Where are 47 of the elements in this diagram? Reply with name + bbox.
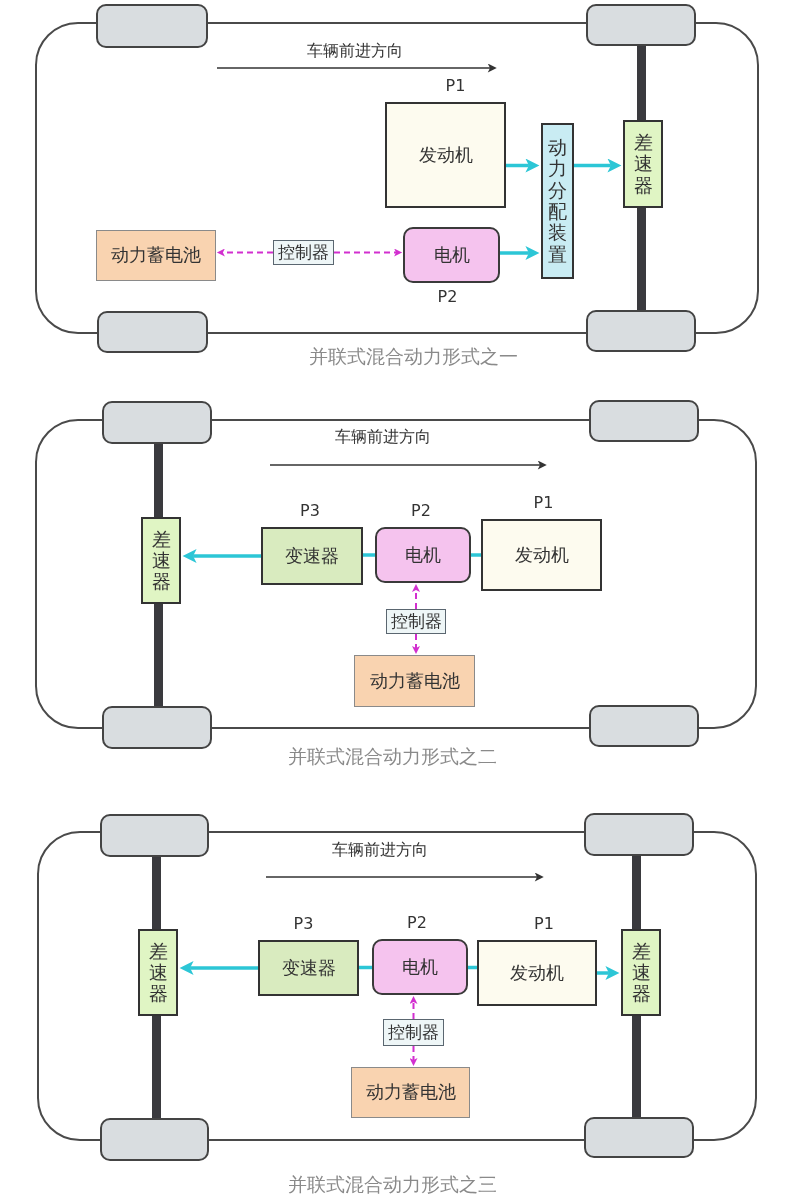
engine-box: 发动机 <box>481 519 602 591</box>
direction-label: 车辆前进方向 <box>307 40 403 62</box>
position-label: P2 <box>411 501 431 521</box>
controller-box: 控制器 <box>386 609 446 634</box>
caption: 并联式混合动力形式之二 <box>287 744 497 769</box>
position-label: P3 <box>293 914 314 934</box>
motor-box: 电机 <box>375 527 471 583</box>
arrow <box>409 1045 418 1067</box>
motor-box: 电机 <box>403 227 500 283</box>
position-label: P1 <box>533 493 554 513</box>
direction-label: 车辆前进方向 <box>335 426 431 448</box>
caption: 并联式混合动力形式之一 <box>308 344 518 369</box>
engine-box: 发动机 <box>477 940 597 1006</box>
differential-box: 差速器 <box>621 929 661 1016</box>
arrow <box>597 966 620 980</box>
arrow <box>412 633 420 655</box>
power-split-box: 动力分配装置 <box>541 123 574 279</box>
arrow <box>179 961 258 975</box>
position-label: P3 <box>300 501 320 521</box>
arrow <box>409 995 418 1020</box>
caption: 并联式混合动力形式之三 <box>287 1172 497 1197</box>
position-label: P1 <box>534 914 554 934</box>
connector-line <box>363 553 375 557</box>
arrow <box>333 248 403 257</box>
arrow <box>506 158 540 173</box>
connector-line <box>471 553 481 557</box>
arrow <box>500 246 540 260</box>
differential-box: 差速器 <box>141 517 181 604</box>
arrow <box>574 158 622 173</box>
arrow <box>182 549 261 563</box>
differential-box: 差速器 <box>138 929 178 1016</box>
gearbox-box: 变速器 <box>258 940 359 996</box>
battery-box: 动力蓄电池 <box>351 1067 470 1118</box>
differential-box: 差速器 <box>623 120 663 208</box>
position-label: P2 <box>437 287 458 307</box>
controller-box: 控制器 <box>273 240 334 265</box>
position-label: P2 <box>407 913 427 933</box>
motor-box: 电机 <box>372 939 468 995</box>
gearbox-box: 变速器 <box>261 527 363 585</box>
direction-label: 车辆前进方向 <box>332 839 428 861</box>
battery-box: 动力蓄电池 <box>354 655 475 707</box>
engine-box: 发动机 <box>385 102 506 208</box>
battery-box: 动力蓄电池 <box>96 230 216 281</box>
arrow <box>412 583 420 610</box>
controller-box: 控制器 <box>383 1019 444 1046</box>
arrow <box>216 248 274 257</box>
position-label: P1 <box>445 76 466 96</box>
